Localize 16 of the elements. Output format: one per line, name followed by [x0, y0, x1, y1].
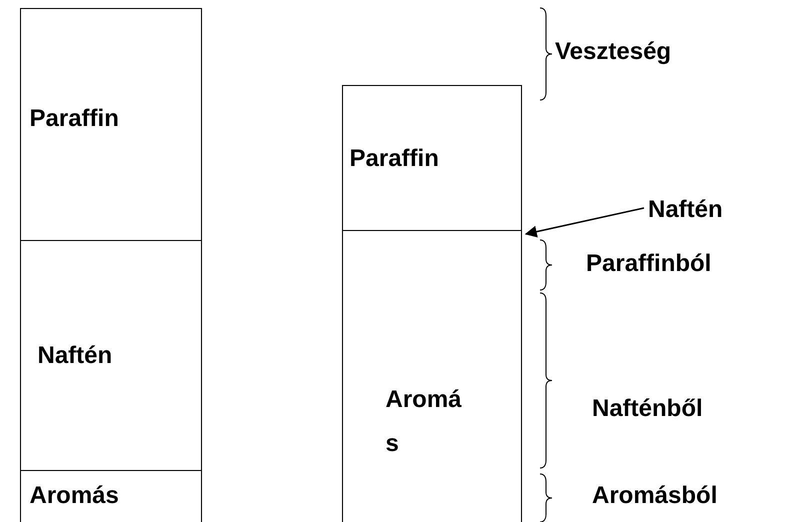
segment-label: Aromás: [30, 482, 119, 510]
bar-segment: [20, 470, 202, 522]
segment-label: Aromás: [386, 384, 463, 458]
segment-label: Paraffin: [30, 104, 119, 132]
bar-segment: [20, 8, 202, 242]
bar-segment: [342, 230, 522, 522]
bracket-label: Veszteség: [555, 38, 672, 66]
segment-label: Naftén: [38, 342, 112, 370]
bar-segment: [20, 240, 202, 472]
leader-line: [524, 207, 644, 238]
segment-label: Paraffin: [350, 144, 439, 172]
callout-text: Naftén: [648, 196, 723, 224]
bracket-label: Aromásból: [592, 482, 718, 510]
bracket-label: Paraffinból: [586, 250, 712, 278]
bracket-label: Nafténből: [592, 395, 703, 423]
bar-segment: [342, 85, 522, 232]
